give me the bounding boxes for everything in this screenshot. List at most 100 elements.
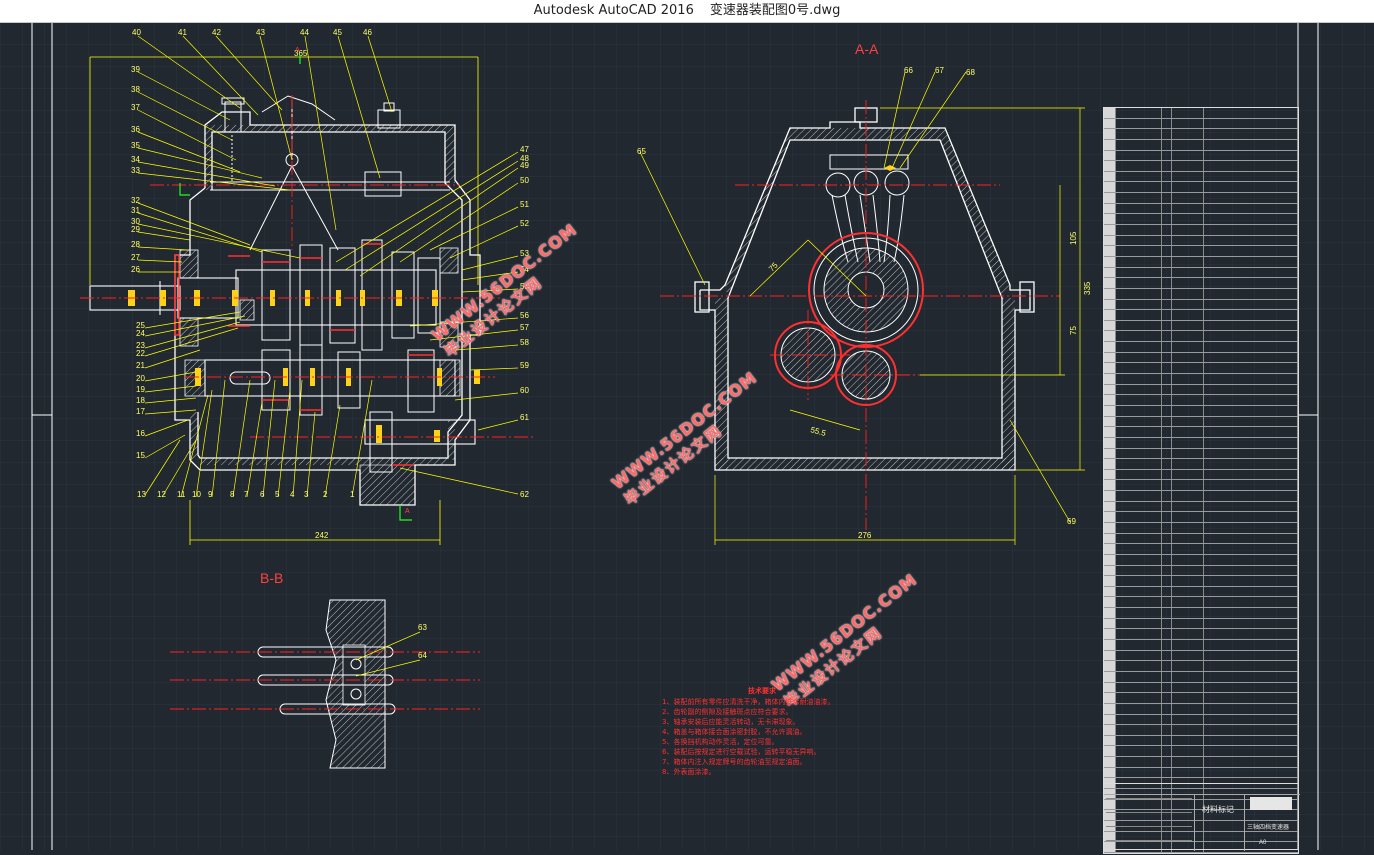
bom-row (1104, 129, 1298, 140)
bom-row (1104, 512, 1298, 523)
bom-row (1104, 288, 1298, 300)
bom-row (1104, 576, 1298, 587)
requirement-item: 4、箱盖与箱体接合面涂密封胶，不允许漏油。 (662, 728, 807, 736)
bom-row (1104, 320, 1298, 332)
bom-row (1104, 608, 1298, 619)
balloon-23: 23 (136, 341, 145, 350)
bom-row (1104, 118, 1298, 130)
bom-row (1104, 650, 1298, 662)
svg-text:55.5: 55.5 (809, 425, 827, 438)
gear-stack[interactable] (261, 239, 441, 473)
balloon-63: 63 (418, 623, 427, 632)
balloon-2: 2 (323, 490, 328, 499)
balloon-52: 52 (520, 219, 529, 228)
balloon-7: 7 (244, 490, 249, 499)
balloon-34: 34 (131, 155, 140, 164)
bom-row (1104, 799, 1298, 811)
requirement-item: 2、齿轮副的侧隙及接触斑点应符合要求。 (662, 708, 793, 716)
bom-row (1104, 661, 1298, 672)
title-block[interactable]: 材料标记 三轴四档变速器 A0 (1103, 783, 1300, 851)
balloon-numbers-left: 3938373635343332313029282726252423222120… (131, 65, 145, 460)
bom-row (1104, 757, 1298, 768)
bom-row (1104, 342, 1298, 353)
balloon-40: 40 (132, 28, 141, 37)
balloon-58: 58 (520, 338, 529, 347)
bom-row (1104, 618, 1298, 630)
bom-row (1104, 746, 1298, 758)
balloon-37: 37 (131, 103, 140, 112)
bom-row (1104, 703, 1298, 715)
bom-row (1104, 491, 1298, 502)
bom-row (1104, 682, 1298, 694)
bom-row (1104, 182, 1298, 194)
bom-row (1104, 586, 1298, 598)
aa-centerlines (660, 100, 1060, 530)
bom-row (1104, 640, 1298, 651)
requirement-item: 8、外表面涂漆。 (662, 768, 716, 776)
balloon-43: 43 (256, 28, 265, 37)
bom-row (1104, 427, 1298, 438)
main-section-view[interactable]: 36 5 24 2 (80, 28, 535, 545)
bom-row (1104, 469, 1298, 481)
bom-row (1104, 203, 1298, 215)
bom-row (1104, 448, 1298, 460)
bom-row (1104, 331, 1298, 343)
bom-row (1104, 363, 1298, 375)
balloon-21: 21 (136, 361, 145, 370)
bom-row (1104, 767, 1298, 779)
balloon-17: 17 (136, 407, 145, 416)
bom-row (1104, 235, 1298, 247)
balloon-13: 13 (137, 490, 146, 499)
balloon-29: 29 (131, 225, 140, 234)
svg-text:75: 75 (1069, 326, 1078, 335)
balloon-15: 15 (136, 451, 145, 460)
balloon-41: 41 (178, 28, 187, 37)
bom-row (1104, 171, 1298, 183)
bom-row (1104, 246, 1298, 257)
bom-row (1104, 193, 1298, 204)
balloon-3: 3 (304, 490, 309, 499)
bom-row (1104, 225, 1298, 236)
cut-markers (179, 55, 412, 521)
parts-list-table[interactable] (1103, 107, 1299, 854)
bom-row (1104, 714, 1298, 726)
bom-row (1104, 150, 1298, 162)
svg-text:105: 105 (1069, 231, 1078, 245)
bom-row (1104, 735, 1298, 747)
svg-text:A: A (405, 508, 410, 515)
balloon-19: 19 (136, 385, 145, 394)
balloon-5: 5 (275, 490, 280, 499)
balloon-30: 30 (131, 217, 140, 226)
requirement-item: 3、轴承安装后应能灵活转动，无卡滞现象。 (662, 718, 800, 726)
balloon-55: 55 (520, 282, 529, 291)
bom-row (1104, 597, 1298, 609)
balloon-24: 24 (136, 329, 145, 338)
balloon-57: 57 (520, 323, 529, 332)
bom-row (1104, 565, 1298, 577)
balloon-22: 22 (136, 349, 145, 358)
bom-row (1104, 693, 1298, 704)
balloon-4: 4 (290, 490, 295, 499)
bom-row (1104, 533, 1298, 545)
balloon-67: 67 (935, 66, 944, 75)
balloon-45: 45 (333, 28, 342, 37)
reverse-shaft[interactable] (364, 419, 476, 445)
requirements-list: 1、装配前所有零件应清洗干净，箱体内壁涂耐油油漆。2、齿轮副的侧隙及接触斑点应符… (662, 697, 862, 777)
svg-text:276: 276 (858, 531, 872, 540)
bom-row (1104, 671, 1298, 683)
requirement-item: 7、箱体内注入规定牌号的齿轮油至规定油面。 (662, 758, 807, 766)
aa-wall-hatch (715, 128, 1015, 470)
bom-row (1104, 459, 1298, 470)
bom-row (1104, 405, 1298, 417)
bom-row (1104, 831, 1298, 843)
balloon-48: 48 (520, 154, 529, 163)
balloon-36: 36 (131, 125, 140, 134)
bom-row (1104, 820, 1298, 832)
balloon-50: 50 (520, 176, 529, 185)
